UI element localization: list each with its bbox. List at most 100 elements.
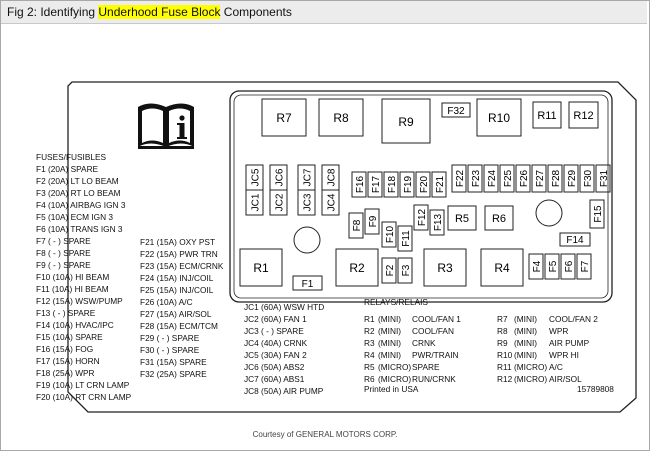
svg-text:JC1: JC1 [251,193,262,211]
fuse-legend-item: F26 (10A) A/C [140,297,193,307]
relay-legend-type: (MINI) [514,314,537,324]
relay-legend-id: R6 [364,374,375,384]
fuse-legend-item: F4 (10A) AIRBAG IGN 3 [36,200,126,210]
fuse-f31: F31 [595,164,611,193]
fuse-legend-item: F9 ( - ) SPARE [36,260,91,270]
svg-text:F25: F25 [503,169,514,187]
relay-legend-id: R8 [497,326,508,336]
fuse-legend-item: F24 (15A) INJ/COIL [140,273,214,283]
fuse-f25: F25 [499,164,515,193]
courtesy-credit: Courtesy of GENERAL MOTORS CORP. [252,430,398,439]
relay-r7: R7 [261,98,307,137]
printed-label: Printed in USA [364,384,419,394]
svg-text:R6: R6 [492,213,506,225]
relay-legend-type: (MINI) [514,338,537,348]
fuse-legend-item: F28 (15A) ECM/TCM [140,321,218,331]
relay-legend-id: R11 [497,362,512,372]
relay-legend-type: (MINI) [378,350,401,360]
fuse-f29: F29 [563,164,579,193]
fuse-f2: F2 [381,257,397,284]
relay-legend-function: A/C [549,362,563,372]
relay-legend-id: R9 [497,338,508,348]
svg-text:JC8: JC8 [327,168,338,186]
relay-r11: R11 [532,101,562,129]
svg-text:F8: F8 [352,219,363,231]
fuse-legend-item: F32 (25A) SPARE [140,369,207,379]
svg-text:JC3: JC3 [303,193,314,211]
header-prefix: Fig 2: Identifying [7,5,99,19]
fuse-legend-item: F27 (15A) AIR/SOL [140,309,212,319]
svg-text:JC7: JC7 [303,168,314,186]
relay-legend-function: WPR [549,326,568,336]
relay-legend-function: CRNK [412,338,436,348]
fuse-legend-item: F10 (10A) HI BEAM [36,272,109,282]
svg-text:JC6: JC6 [275,168,286,186]
fuse-legend-item: F21 (15A) OXY PST [140,237,215,247]
fuse-legend-item: F13 ( - ) SPARE [36,308,96,318]
svg-text:R10: R10 [488,111,510,125]
relay-r2: R2 [335,248,379,287]
svg-text:R3: R3 [437,261,453,275]
svg-text:R1: R1 [253,261,269,275]
fuse-f14: F14 [559,232,591,247]
svg-text:F9: F9 [368,215,379,227]
relay-legend-type: (MICRO) [378,362,411,372]
fuse-legend-item: F22 (15A) PWR TRN [140,249,218,259]
fuse-legend-item: F14 (10A) HVAC/IPC [36,320,114,330]
fuse-f18: F18 [383,171,399,198]
fuse-legend-item: F2 (20A) LT LO BEAM [36,176,119,186]
relay-legend-function: COOL/FAN 2 [549,314,598,324]
relay-legend-id: R3 [364,338,375,348]
jcase-jc3: JC3 [297,189,316,216]
relay-legend-id: R12 [497,374,513,384]
fuse-legend-item: F30 ( - ) SPARE [140,345,200,355]
figure-header: Fig 2: Identifying Underhood Fuse Block … [1,1,647,24]
relay-legend-id: R7 [497,314,508,324]
relay-legend-function: WPR HI [549,350,579,360]
fuse-f30: F30 [579,164,595,193]
fuse-f17: F17 [367,171,383,198]
fuse-legend-item: F25 (15A) INJ/COIL [140,285,214,295]
part-number: 15789808 [577,384,614,394]
relays-title: RELAYS/RELAIS [364,297,428,307]
fuse-f13: F13 [429,209,445,236]
relay-legend-function: AIR PUMP [549,338,590,348]
fuse-legend-item: F8 ( - ) SPARE [36,248,91,258]
svg-text:JC2: JC2 [275,193,286,211]
fuse-f6: F6 [560,253,576,280]
relay-legend-type: (MICRO) [514,374,547,384]
relay-legend-function: COOL/FAN 1 [412,314,461,324]
relay-legend-type: (MINI) [378,338,401,348]
relay-r5: R5 [447,205,477,231]
fuse-legend-item: F15 (10A) SPARE [36,332,103,342]
svg-text:F31: F31 [599,169,610,187]
svg-text:F15: F15 [593,205,604,223]
svg-text:F3: F3 [401,264,412,276]
fuse-legend-item: F20 (10A) RT CRN LAMP [36,392,132,402]
svg-text:F6: F6 [564,260,575,272]
svg-text:F23: F23 [471,169,482,187]
fuse-f26: F26 [515,164,531,193]
svg-text:F17: F17 [371,175,382,193]
fuse-legend-item: F31 (15A) SPARE [140,357,207,367]
fuse-legend-item: F11 (10A) HI BEAM [36,284,109,294]
manual-info-icon [138,103,194,149]
fuse-block-inner-rim [233,94,609,299]
mounting-hole [293,226,321,254]
fuse-f24: F24 [483,164,499,193]
svg-text:F1: F1 [302,279,314,290]
relay-legend-id: R10 [497,350,513,360]
relay-legend-function: PWR/TRAIN [412,350,459,360]
svg-text:R11: R11 [537,110,556,122]
header-highlight: Underhood Fuse Block [98,5,221,19]
svg-text:F26: F26 [519,169,530,187]
svg-text:F7: F7 [580,260,591,272]
relay-legend-type: (MINI) [378,314,401,324]
fuse-legend-item: F29 ( - ) SPARE [140,333,200,343]
fuse-f3: F3 [397,257,413,284]
fuse-f8: F8 [348,212,364,239]
jcase-legend-item: JC5 (30A) FAN 2 [244,350,307,360]
jcase-legend-item: JC4 (40A) CRNK [244,338,308,348]
svg-text:F16: F16 [355,175,366,193]
